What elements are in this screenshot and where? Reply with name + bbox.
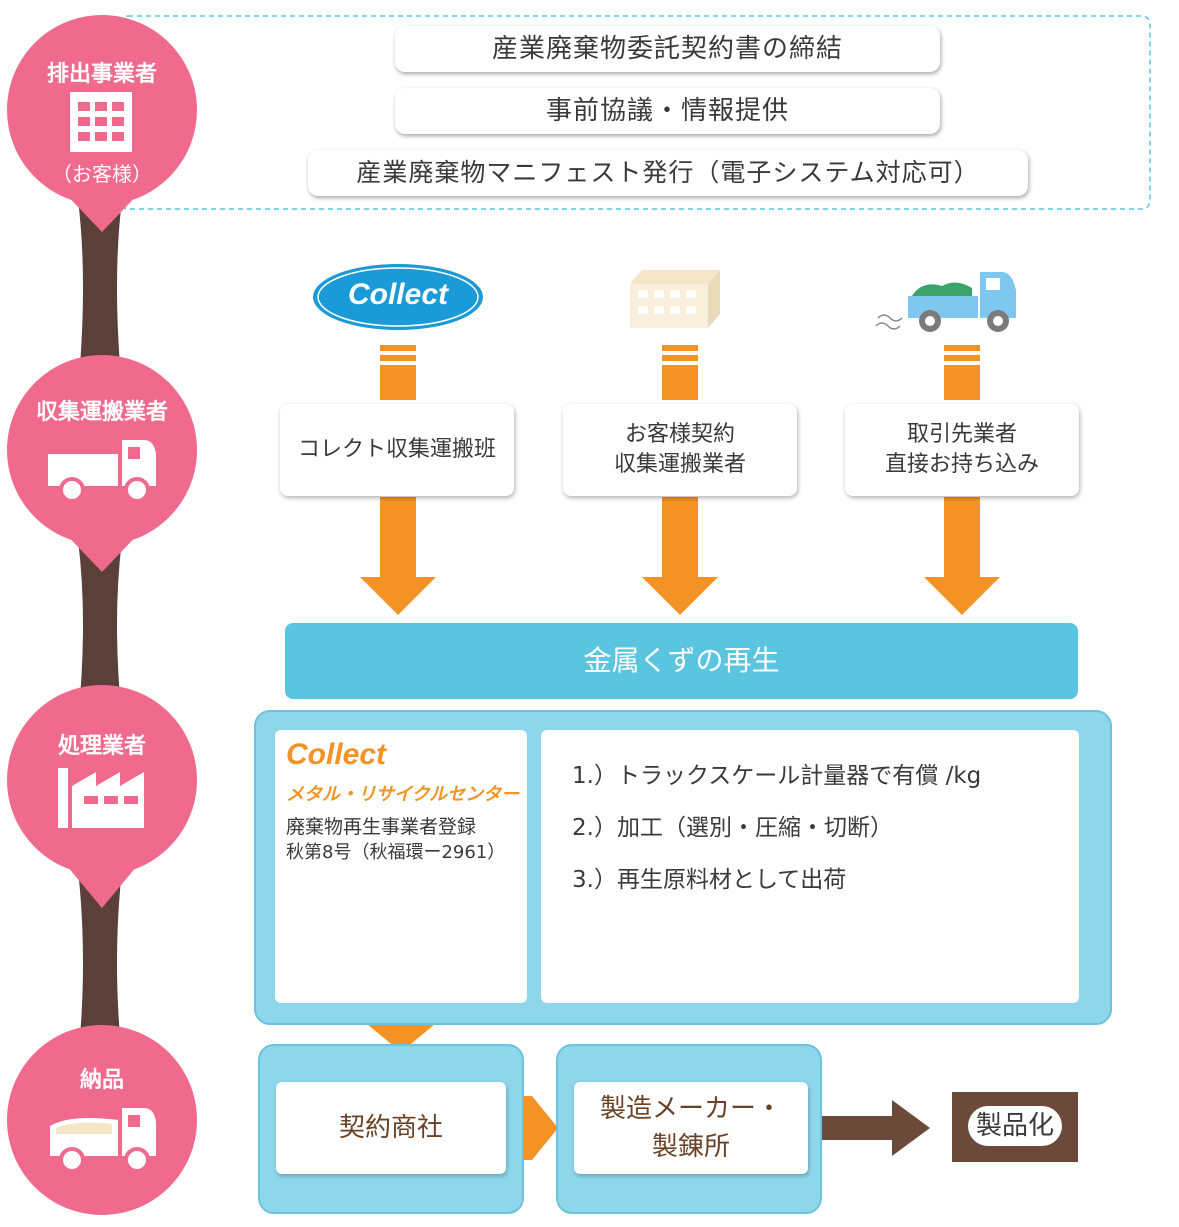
step-3: 3.）再生原料材として出荷: [572, 867, 847, 893]
maker-line2: 製錬所: [651, 1132, 730, 1162]
partner-truck-icon: [875, 272, 1016, 332]
connector-2: [78, 540, 122, 720]
stage-circle-collector: [7, 355, 197, 545]
arrow-to-trading: [362, 1020, 440, 1052]
trading-label: 契約商社: [338, 1113, 443, 1143]
collector-partner-line2: 直接お持ち込み: [884, 452, 1039, 477]
arrow-customer: [642, 345, 718, 615]
center-brand: Collect: [286, 738, 387, 771]
stage-processor-label: 処理業者: [57, 734, 146, 759]
stage-discharger-label: 排出事業者: [46, 62, 157, 87]
collector-customer-line2: 収集運搬業者: [613, 452, 746, 477]
collect-logo-oval: [313, 264, 483, 330]
customer-building-icon: [630, 270, 720, 328]
connector-3: [78, 870, 122, 1060]
maker-line1: 製造メーカー・: [599, 1094, 782, 1124]
product-label: 製品化: [968, 1106, 1062, 1146]
arrow-to-maker: [520, 1096, 558, 1160]
collector-box-customer: お客様契約 収集運搬業者: [563, 404, 797, 496]
recycle-center-card: [275, 730, 527, 1003]
stage-circle-processor: [7, 685, 197, 875]
trading-card: 契約商社: [276, 1082, 506, 1174]
steps-card: [541, 730, 1079, 1003]
recycle-banner: 金属くずの再生: [285, 623, 1078, 699]
connector-1: [78, 200, 122, 390]
stage-delivery-label: 納品: [79, 1068, 124, 1093]
task-contract: 産業廃棄物委託契約書の締結: [395, 26, 940, 72]
task-manifest: 産業廃棄物マニフェスト発行（電子システム対応可）: [308, 150, 1028, 196]
product-box: 製品化: [952, 1092, 1078, 1162]
collect-logo-text: Collect: [347, 278, 449, 311]
stage-pointer-discharger: [62, 190, 142, 232]
collector-partner-line1: 取引先業者: [906, 422, 1017, 447]
step-2: 2.）加工（選別・圧縮・切断）: [572, 815, 893, 841]
stage-collector-label: 収集運搬業者: [35, 400, 168, 425]
step-1: 1.）トラックスケール計量器で有償 /kg: [572, 763, 982, 789]
stage-pointer-collector: [62, 530, 142, 572]
truck-icon-collector: [48, 440, 156, 503]
collector-customer-line1: お客様契約: [624, 422, 735, 447]
collector-box-partner: 取引先業者 直接お持ち込み: [845, 404, 1079, 496]
loaded-truck-icon: [50, 1108, 156, 1173]
maker-card: 製造メーカー・ 製錬所: [574, 1082, 808, 1174]
arrow-collect: [360, 345, 436, 615]
collector-collect-line1: コレクト収集運搬班: [297, 437, 496, 462]
factory-icon: [58, 768, 144, 828]
center-reg-line2: 秋第8号（秋福環ー2961）: [286, 842, 506, 863]
stage-discharger-sub: （お客様）: [52, 162, 152, 186]
stage-pointer-processor: [62, 860, 142, 908]
task-consultation: 事前協議・情報提供: [395, 88, 940, 134]
collector-box-collect: コレクト収集運搬班: [280, 404, 514, 496]
building-icon: [70, 92, 132, 152]
arrow-partner: [924, 345, 1000, 615]
arrow-to-product: [818, 1100, 930, 1156]
center-reg-line1: 廃棄物再生事業者登録: [286, 816, 477, 838]
center-name: メタル・リサイクルセンター: [286, 784, 520, 805]
task-frame: [119, 15, 1151, 210]
